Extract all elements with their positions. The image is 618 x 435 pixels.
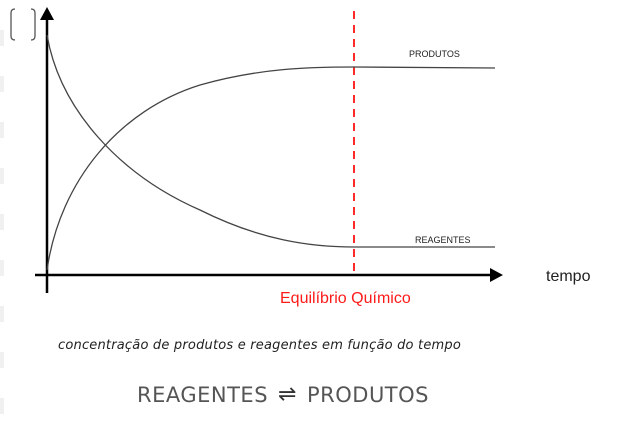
equation-reagents: REAGENTES [137,382,269,407]
concentration-chart: PRODUTOS REAGENTES tempo Equilíbrio Quím… [10,7,591,307]
equilibrium-arrow-icon: ⇌ [278,382,297,407]
x-axis-arrow-icon [490,268,503,282]
reagents-curve [46,34,495,248]
chart-caption: concentração de produtos e reagentes em … [58,338,461,353]
x-axis [35,268,503,282]
y-axis [40,7,54,293]
y-axis-arrow-icon [40,7,54,20]
y-axis-label-bracket [10,8,36,41]
products-label: PRODUTOS [409,49,460,59]
x-axis-label: tempo [546,268,591,285]
products-curve [46,66,496,271]
left-edge-marks [0,0,4,435]
reaction-equation: REAGENTES ⇌ PRODUTOS [137,382,429,407]
reagents-label: REAGENTES [415,235,471,245]
equilibrium-label: Equilíbrio Químico [280,290,411,307]
equation-products: PRODUTOS [306,382,429,407]
